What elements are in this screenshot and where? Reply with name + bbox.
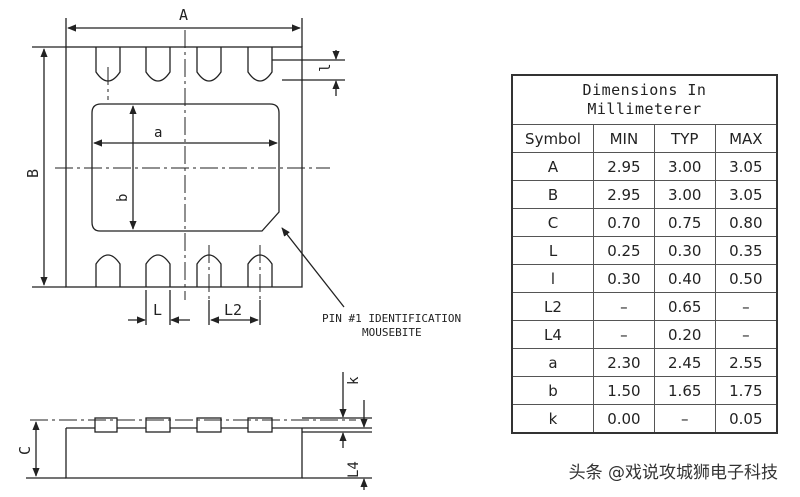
label-a: a [154,125,162,141]
table-cell: 0.30 [653,236,716,265]
header-max: MAX [714,124,778,153]
label-L2: L2 [224,301,242,319]
table-cell: L4 [511,320,594,349]
label-k: k [346,376,362,385]
table-cell: 0.05 [714,404,778,434]
label-L4: L4 [346,461,362,478]
exposed-pad [91,103,280,232]
table-cell: 0.35 [714,236,778,265]
label-l: l [318,64,334,72]
table-cell: 2.45 [653,348,716,377]
table-cell: 0.40 [653,264,716,293]
bottom-pads [95,254,273,287]
header-typ: TYP [653,124,716,153]
table-title: Dimensions In Millimeterer [511,74,778,125]
pin-note-line1: PIN #1 IDENTIFICATION [322,312,461,325]
header-min: MIN [593,124,655,153]
table-cell: 0.80 [714,208,778,237]
table-cell: 0.70 [593,208,655,237]
table-cell: L2 [511,292,594,321]
table-cell: 3.00 [653,152,716,181]
label-L: L [153,301,162,319]
table-cell: 2.30 [593,348,655,377]
table-cell: – [653,404,716,434]
table-cell: 1.50 [593,376,655,405]
table-cell: a [511,348,594,377]
table-cell: 0.20 [653,320,716,349]
watermark: 头条 @戏说攻城狮电子科技 [568,463,778,483]
label-C: C [16,446,34,455]
side-leads [94,417,273,433]
table-cell: B [511,180,594,209]
table-cell: 0.65 [653,292,716,321]
table-cell: 1.65 [653,376,716,405]
table-cell: – [593,320,655,349]
table-cell: 0.00 [593,404,655,434]
table-cell: 3.00 [653,180,716,209]
table-cell: C [511,208,594,237]
header-symbol: Symbol [511,124,594,153]
table-cell: 3.05 [714,180,778,209]
table-cell: l [511,264,594,293]
pin-note-line2: MOUSEBITE [362,326,422,339]
package-body-top [65,46,303,288]
table-cell: L [511,236,594,265]
table-cell: 2.95 [593,180,655,209]
table-cell: 2.95 [593,152,655,181]
table-cell: 1.75 [714,376,778,405]
table-cell: 0.50 [714,264,778,293]
table-cell: 0.25 [593,236,655,265]
table-cell: 2.55 [714,348,778,377]
table-row: L4–0.20– [511,320,778,349]
dimension-table: Dimensions In Millimeterer Symbol MIN TY… [511,74,778,434]
table-cell: b [511,376,594,405]
table-cell: 0.75 [653,208,716,237]
table-cell: – [714,292,778,321]
label-b: b [115,194,131,202]
table-cell: k [511,404,594,434]
table-cell: – [714,320,778,349]
top-pads [95,47,273,82]
table-cell: 0.30 [593,264,655,293]
package-body-side [65,428,303,479]
table-cell: – [593,292,655,321]
table-row: L2–0.65– [511,292,778,321]
table-cell: 3.05 [714,152,778,181]
table-cell: A [511,152,594,181]
label-A: A [179,6,188,24]
label-B: B [24,169,42,178]
